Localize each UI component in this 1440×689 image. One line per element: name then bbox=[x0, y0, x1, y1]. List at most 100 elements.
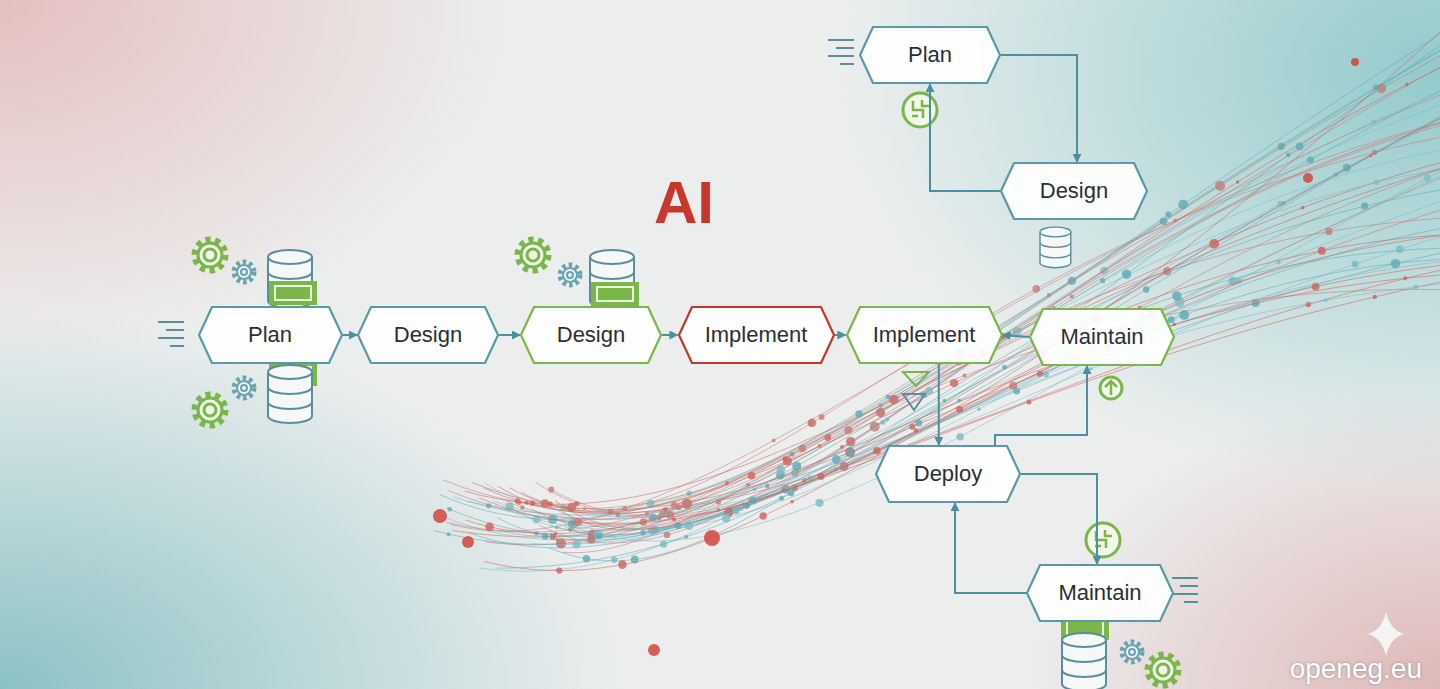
flow-arrow bbox=[995, 366, 1087, 445]
data-dot bbox=[1414, 284, 1419, 289]
data-dot bbox=[885, 417, 890, 422]
data-stream bbox=[492, 121, 1440, 519]
data-stream bbox=[552, 289, 1440, 540]
data-stream bbox=[485, 170, 1440, 512]
data-dot bbox=[1143, 286, 1150, 293]
data-dot bbox=[886, 394, 891, 399]
data-stream bbox=[479, 32, 1440, 524]
data-dot bbox=[556, 568, 562, 574]
data-dot bbox=[1172, 291, 1181, 300]
flow-arrow bbox=[835, 334, 846, 336]
data-stream bbox=[452, 282, 1440, 537]
data-stream bbox=[446, 95, 1440, 532]
data-stream bbox=[510, 163, 1440, 512]
data-dot bbox=[1168, 316, 1175, 323]
step-label: Design bbox=[1040, 178, 1108, 204]
data-stream bbox=[464, 168, 1440, 504]
flow-arrow bbox=[1001, 55, 1077, 162]
data-dot bbox=[520, 505, 524, 509]
data-dot bbox=[485, 522, 494, 531]
data-stream bbox=[555, 202, 1440, 517]
data-dot bbox=[1236, 180, 1239, 183]
step-label: Plan bbox=[908, 42, 952, 68]
data-dot bbox=[672, 518, 676, 522]
data-stream bbox=[564, 91, 1440, 537]
data-dot bbox=[1369, 154, 1372, 157]
step-label: Maintain bbox=[1058, 580, 1141, 606]
data-dot bbox=[1373, 295, 1377, 299]
data-stream bbox=[473, 266, 1440, 510]
data-stream bbox=[467, 253, 1440, 515]
data-stream bbox=[434, 260, 1440, 545]
data-dot bbox=[1301, 206, 1305, 210]
step-label: Implement bbox=[873, 322, 976, 348]
data-dot bbox=[1374, 179, 1380, 185]
data-dot bbox=[1303, 173, 1313, 183]
data-dot bbox=[914, 428, 918, 432]
step-label: Deploy bbox=[914, 461, 982, 487]
data-dot bbox=[1296, 143, 1304, 151]
data-stream bbox=[496, 105, 1440, 529]
flow-arrow bbox=[1021, 474, 1097, 564]
data-stream bbox=[484, 236, 1440, 571]
data-dot bbox=[1403, 276, 1407, 280]
data-dot bbox=[618, 560, 627, 569]
data-stream bbox=[447, 229, 1440, 537]
data-dot bbox=[583, 507, 586, 510]
data-dot bbox=[704, 530, 720, 546]
data-stream bbox=[444, 262, 1440, 540]
data-stream bbox=[484, 270, 1440, 513]
data-dot bbox=[790, 500, 794, 504]
data-dot bbox=[1324, 299, 1328, 303]
data-dot bbox=[880, 420, 885, 425]
data-stream bbox=[550, 248, 1440, 534]
data-dot bbox=[977, 408, 980, 411]
flow-arrow bbox=[938, 364, 940, 445]
data-dot bbox=[1009, 382, 1017, 390]
flow-arrow bbox=[662, 334, 678, 336]
data-dot bbox=[1089, 367, 1093, 371]
data-dot bbox=[772, 439, 776, 443]
process-box: Deploy bbox=[875, 445, 1021, 503]
data-dot bbox=[447, 507, 452, 512]
process-box: Design bbox=[520, 306, 662, 364]
data-dot bbox=[915, 419, 922, 426]
data-dot bbox=[1209, 239, 1219, 249]
data-stream bbox=[485, 124, 1440, 545]
data-dot bbox=[556, 538, 559, 541]
flow-arrow bbox=[499, 334, 520, 336]
data-stream bbox=[562, 68, 1440, 530]
data-stream bbox=[555, 119, 1440, 529]
data-dot bbox=[815, 499, 823, 507]
data-stream bbox=[469, 117, 1440, 548]
process-box: Implement bbox=[846, 306, 1003, 364]
process-box: Design bbox=[357, 306, 499, 364]
data-dot bbox=[788, 490, 795, 497]
data-dot bbox=[447, 532, 451, 536]
data-dot bbox=[832, 455, 841, 464]
data-stream bbox=[506, 67, 1440, 519]
data-dot bbox=[554, 532, 557, 535]
data-dot bbox=[683, 499, 693, 509]
data-dot bbox=[1286, 153, 1291, 158]
process-box: Design bbox=[1000, 162, 1148, 220]
step-label: Design bbox=[394, 322, 462, 348]
flow-arrow bbox=[343, 334, 358, 336]
data-dot bbox=[759, 512, 766, 519]
data-dot bbox=[1352, 262, 1356, 266]
data-stream bbox=[499, 50, 1440, 536]
data-dot bbox=[433, 509, 447, 523]
data-dot bbox=[615, 512, 620, 517]
data-stream bbox=[450, 122, 1440, 531]
data-stream bbox=[479, 150, 1440, 571]
data-dot bbox=[1351, 58, 1359, 66]
title: AI bbox=[634, 168, 734, 237]
data-dot bbox=[1396, 245, 1404, 253]
data-stream bbox=[440, 50, 1440, 519]
data-stream bbox=[540, 126, 1440, 543]
process-box: Maintain bbox=[1026, 564, 1174, 622]
process-box: Plan bbox=[859, 26, 1001, 84]
process-box: Plan bbox=[198, 306, 343, 364]
data-dot bbox=[1122, 270, 1131, 279]
process-box: Maintain bbox=[1029, 308, 1175, 366]
